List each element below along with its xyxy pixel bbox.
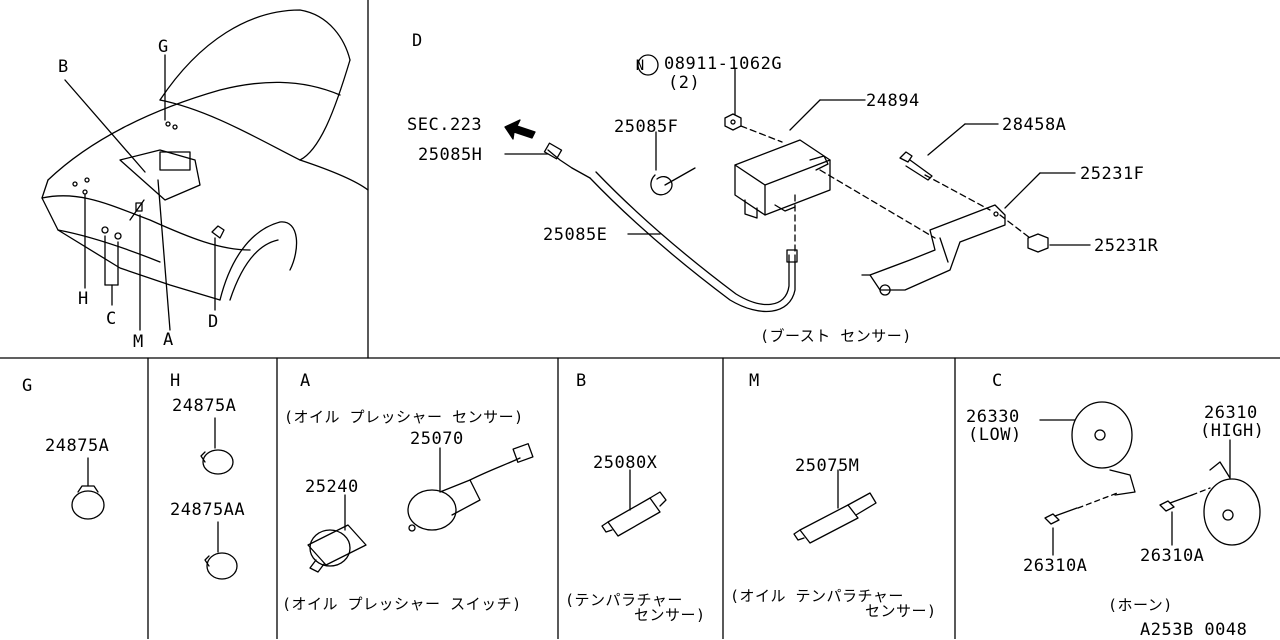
overview-label-a: A [163, 330, 174, 350]
part-25240: 25240 [305, 477, 359, 497]
panel-m-title: M [749, 371, 760, 391]
sec-arrow-icon [504, 119, 536, 140]
part-25080x: 25080X [593, 453, 658, 473]
temperature-sensor-caption-2: センサー) [634, 606, 706, 624]
part-25231r: 25231R [1094, 236, 1159, 256]
oil-pressure-drawing [307, 443, 534, 573]
overview-label-d: D [208, 312, 219, 332]
horn-caption: (ホーン) [1108, 596, 1173, 614]
oil-pressure-sensor-caption: (オイル プレッシャー センサー) [284, 408, 524, 426]
horn-low-label: (LOW) [968, 425, 1022, 445]
panel-g-part: 24875A [45, 436, 110, 456]
part-25085h: 25085H [418, 145, 483, 165]
part-26330: 26330 [966, 407, 1020, 427]
circled-n-letter: N [636, 58, 644, 74]
horn-high-drawing [1203, 439, 1261, 546]
temperature-sensor-drawing [601, 469, 667, 537]
circled-n-icon [637, 54, 659, 76]
horn-low-drawing [1039, 401, 1136, 496]
overview-label-b: B [58, 57, 69, 77]
oil-pressure-switch-caption: (オイル プレッシャー スイッチ) [282, 595, 522, 613]
part-26310a-right: 26310A [1140, 546, 1205, 566]
plugs-h-drawing [200, 417, 238, 580]
bolt-quantity: (2) [668, 73, 701, 93]
temperature-sensor-caption-1: (テンパラチャー [565, 591, 683, 609]
part-28458a: 28458A [1002, 115, 1067, 135]
panel-h-title: H [170, 371, 181, 391]
part-26310a-left: 26310A [1023, 556, 1088, 576]
overview-label-g: G [158, 37, 169, 57]
overview-label-c: C [106, 309, 117, 329]
panel-g-title: G [22, 376, 33, 396]
detail-d-title: D [412, 31, 423, 51]
overview-label-h: H [78, 289, 89, 309]
panel-c-title: C [992, 371, 1003, 391]
part-24894: 24894 [866, 91, 920, 111]
panel-h-part-2: 24875AA [170, 500, 246, 520]
boost-sensor-caption: (ブースト センサー) [760, 327, 912, 345]
bolt-part-number: 08911-1062G [664, 54, 783, 74]
panel-a-title: A [300, 371, 311, 391]
diagram-code: A253B 0048 [1140, 620, 1248, 640]
part-25085e: 25085E [543, 225, 608, 245]
section-reference: SEC.223 [407, 115, 483, 135]
part-25231f: 25231F [1080, 164, 1145, 184]
oil-temp-sensor-caption-2: センサー) [865, 602, 937, 620]
oil-temp-sensor-drawing [793, 469, 877, 544]
panel-h-part-1: 24875A [172, 396, 237, 416]
part-25070: 25070 [410, 429, 464, 449]
horn-high-label: (HIGH) [1200, 421, 1265, 441]
part-25085f: 25085F [614, 117, 679, 137]
oil-temp-sensor-caption-1: (オイル テンパラチャー [730, 587, 904, 605]
part-25075m: 25075M [795, 456, 860, 476]
detail-d-leaders [504, 67, 1091, 246]
panel-b-title: B [576, 371, 587, 391]
part-26310: 26310 [1204, 403, 1258, 423]
boost-sensor-assembly [543, 113, 1049, 313]
overview-label-m: M [133, 332, 144, 352]
plug-g-drawing [71, 457, 105, 520]
horn-bolts-drawing [1044, 487, 1211, 556]
car-overview-sketch [41, 9, 369, 301]
overview-leaders [64, 54, 216, 331]
